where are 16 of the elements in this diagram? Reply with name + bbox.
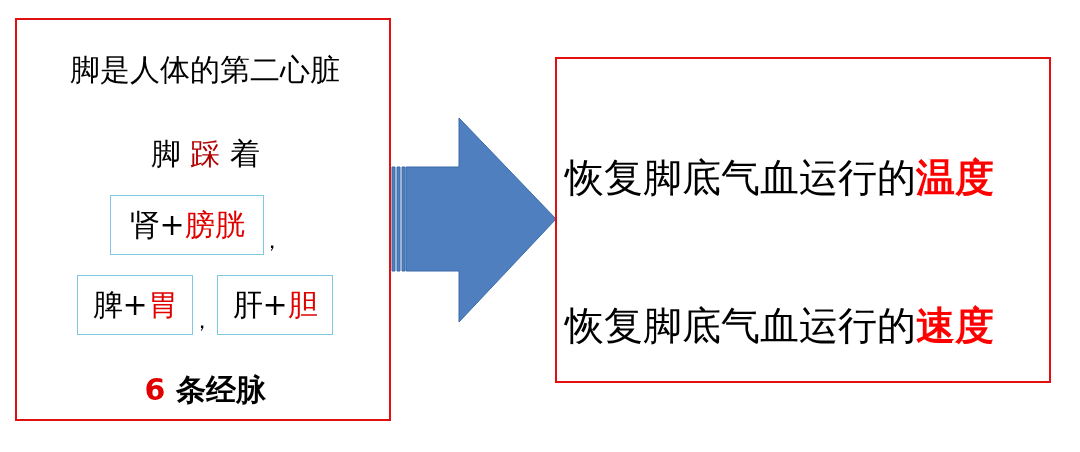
block-arrow — [391, 117, 557, 323]
heading-text: 脚是人体的第二心脏 — [70, 55, 340, 85]
term-box — [217, 275, 333, 335]
result-text: 恢复脚底气血运行的速度 — [565, 306, 994, 345]
comma-text: ， — [191, 310, 213, 332]
comma-text: ， — [261, 230, 283, 252]
term-text: 肝+胆 — [232, 290, 318, 320]
term-text: 肾+膀胱 — [129, 210, 245, 240]
term-text: 脾+胃 — [92, 290, 178, 320]
term-box — [110, 195, 264, 255]
body-text: 6 条经脉 — [144, 375, 266, 405]
term-box — [77, 275, 193, 335]
result-text: 恢复脚底气血运行的温度 — [565, 158, 994, 197]
result-box — [555, 57, 1051, 383]
body-text: 脚 踩 着 — [150, 139, 260, 169]
card-box — [15, 18, 391, 421]
